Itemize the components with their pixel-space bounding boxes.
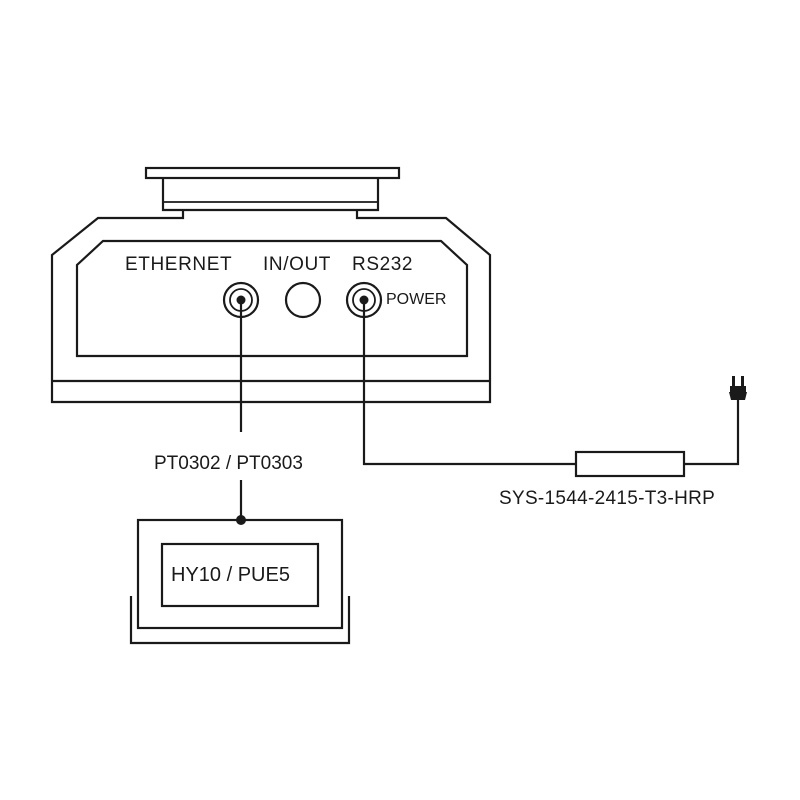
rs232-label: RS232 (352, 254, 414, 275)
front-panel (75, 239, 469, 358)
in-out-connector (284, 281, 322, 319)
display-screen (160, 542, 320, 608)
in-out-port (284, 281, 322, 319)
display-stand (129, 596, 351, 645)
platform-top-plate (144, 166, 401, 180)
in-out-label: IN/OUT (263, 254, 331, 275)
ethernet-label: ETHERNET (125, 254, 233, 275)
power-cable-to-adapter (362, 300, 576, 466)
data-cable (236, 300, 246, 525)
power-adapter (574, 450, 686, 478)
plug-head (730, 386, 746, 393)
platform-base (161, 178, 380, 212)
instrument-housing (50, 210, 492, 404)
power-cable (362, 300, 740, 478)
data-cable-label: PT0302 / PT0303 (154, 453, 303, 474)
plug-pin-left (732, 376, 735, 387)
plug-icon (729, 376, 747, 400)
power-supply-label: SYS-1544-2415-T3-HRP (499, 488, 716, 509)
weighing-platform (144, 166, 401, 212)
plug-body (729, 392, 747, 400)
power-cable-to-plug (684, 400, 740, 466)
display-housing (136, 518, 344, 630)
display-label: HY10 / PUE5 (171, 564, 290, 586)
plug-pin-right (741, 376, 744, 387)
power-label: POWER (386, 291, 447, 308)
housing-outline (50, 210, 492, 404)
remote-display (129, 518, 351, 645)
